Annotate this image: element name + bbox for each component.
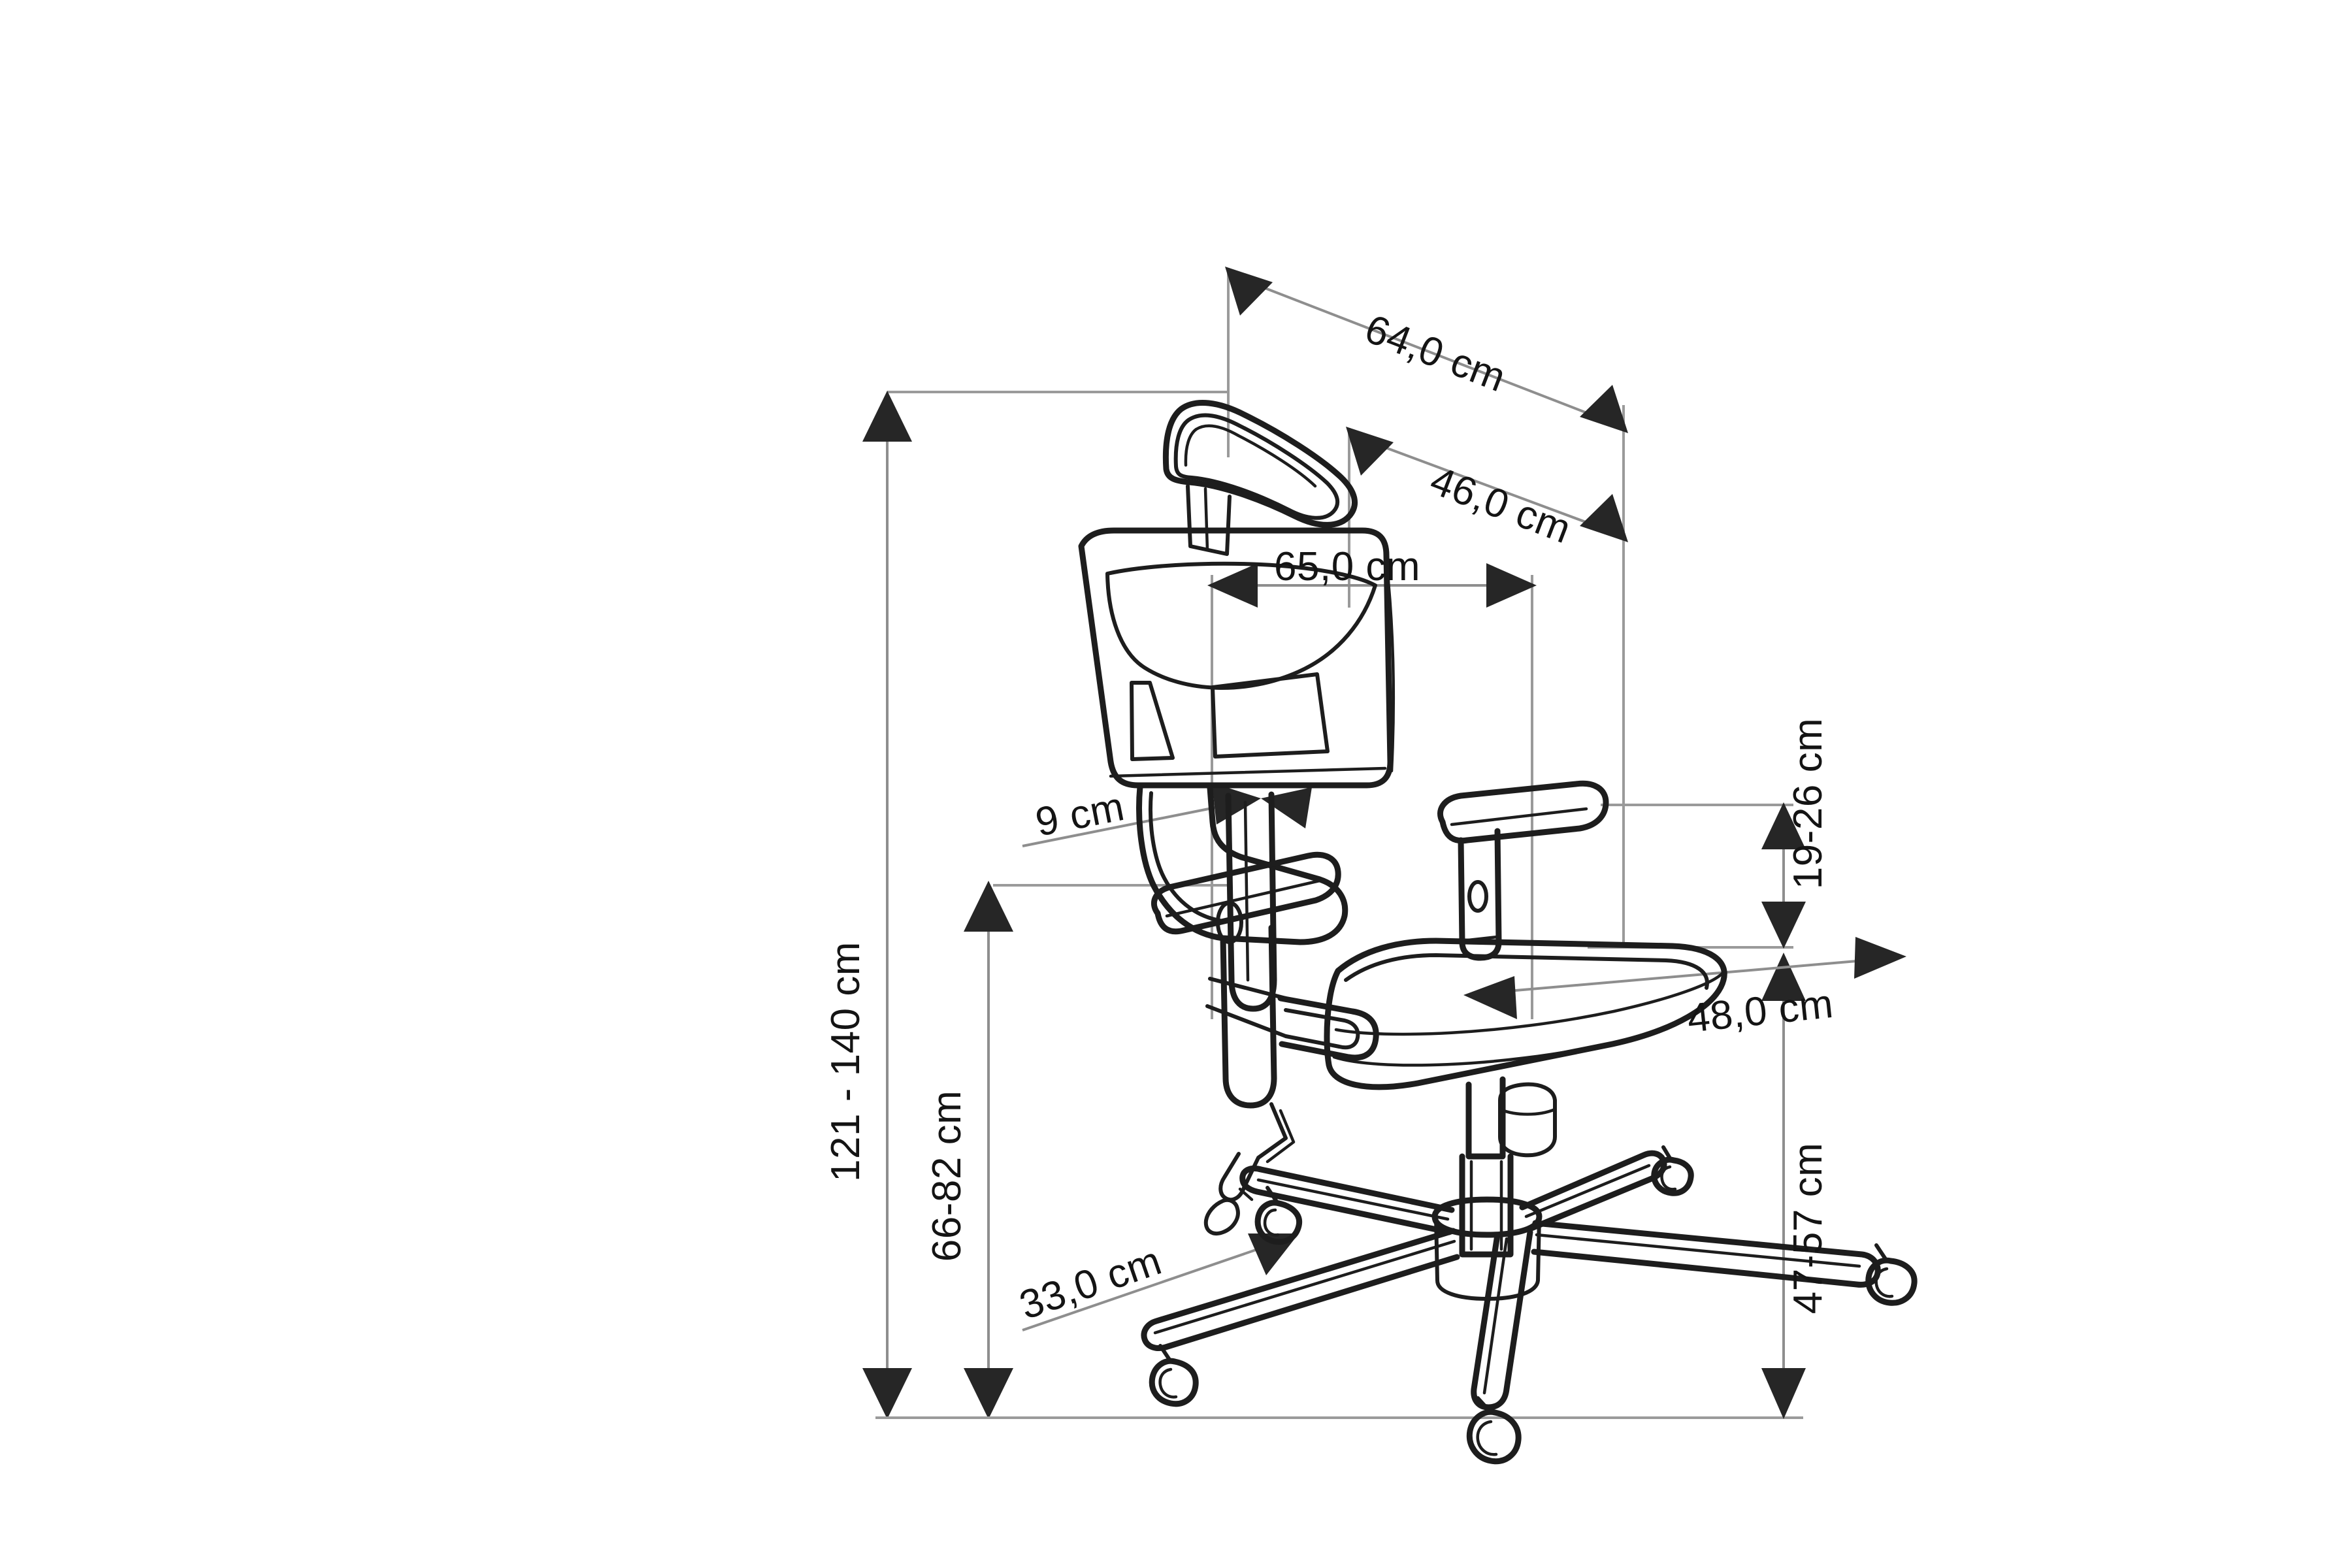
dim-line-64 <box>1237 276 1614 425</box>
dim-line-48 <box>1469 956 1895 996</box>
casters <box>1149 1145 1918 1465</box>
arrowhead-121-top <box>862 391 912 442</box>
dim-label-base-radius: 33,0 cm <box>1014 1238 1167 1328</box>
dim-label-seat-depth: 48,0 cm <box>1685 981 1835 1041</box>
dim-line-9cm <box>1022 801 1242 847</box>
caster-back-left <box>1254 1186 1303 1245</box>
arrowhead-64-right <box>1580 385 1628 433</box>
arrowhead-46-left <box>1346 427 1394 476</box>
arrowhead-65-right <box>1486 563 1537 608</box>
seat <box>1324 938 1727 1090</box>
arrowhead-48-right <box>1854 937 1906 979</box>
office-chair-illustration <box>1078 400 1918 1465</box>
gas-lift-column <box>1459 1076 1557 1258</box>
arrowhead-48-left <box>1463 976 1517 1019</box>
arrowhead-66-bottom <box>964 1368 1013 1419</box>
dim-line-33 <box>1022 1240 1281 1331</box>
arrowhead-9cm-right2 <box>1261 787 1312 828</box>
armrest-right <box>1437 780 1609 961</box>
backrest <box>1078 527 1396 789</box>
tilt-mechanism <box>1203 977 1379 1235</box>
dim-line-46 <box>1358 436 1614 534</box>
dim-label-seat-height: 47-57 cm <box>1786 1143 1831 1314</box>
dim-label-backrest-width: 65,0 cm <box>1274 544 1420 589</box>
dim-label-base-width: 46,0 cm <box>1424 458 1577 553</box>
arrowhead-66-top <box>964 881 1013 932</box>
caster-front-center <box>1466 1396 1522 1465</box>
arrowhead-65-left <box>1207 563 1258 608</box>
caster-front-left <box>1149 1344 1199 1407</box>
arrowhead-46-right <box>1580 494 1628 542</box>
arrowhead-19-bottom <box>1761 902 1806 949</box>
caster-back-right <box>1651 1145 1694 1196</box>
arrowhead-33-right <box>1248 1233 1299 1275</box>
arrowhead-64-left <box>1225 267 1273 316</box>
dim-label-armrest-height: 19-26 cm <box>1786 718 1831 889</box>
caster-right <box>1865 1243 1918 1306</box>
dim-label-total-height: 121 - 140 cm <box>823 941 868 1182</box>
arrowhead-9cm-right <box>1212 783 1261 825</box>
arrowhead-121-bottom <box>862 1368 912 1419</box>
arrowhead-19-top <box>1761 802 1806 849</box>
headrest <box>1162 400 1358 556</box>
arrowhead-47-bottom <box>1761 1368 1806 1419</box>
armrest-left-post <box>1220 924 1277 1109</box>
dimension-labels-group: 64,0 cm 46,0 cm 65,0 cm 9 cm 121 - 140 c… <box>823 306 1835 1329</box>
dimension-lines-group <box>862 267 1906 1419</box>
dim-label-total-width: 64,0 cm <box>1359 306 1512 401</box>
dim-label-lumbar-travel: 9 cm <box>1032 784 1128 845</box>
armrest-left <box>1151 851 1341 935</box>
dim-label-backrest-height: 66-82 cm <box>924 1090 970 1262</box>
arrowhead-47-top <box>1761 953 1806 1001</box>
